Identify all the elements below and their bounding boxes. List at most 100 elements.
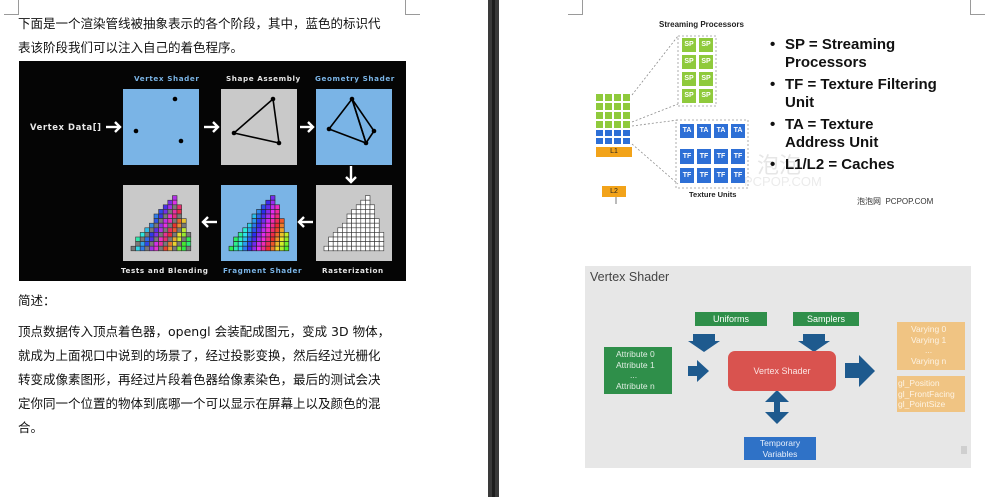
- pixel-cell: [181, 232, 187, 238]
- pixel-cell: [274, 227, 280, 233]
- pixel-cell: [162, 241, 169, 247]
- pixel-cell: [351, 245, 357, 252]
- pixel-cell: [342, 232, 348, 238]
- sm-tex-cell: [595, 137, 604, 145]
- varyings-box: Varying 0 Varying 1 ... Varying n: [897, 322, 965, 370]
- pixel-cell: [270, 241, 276, 247]
- pixel-cell: [360, 245, 366, 252]
- pixel-cell: [247, 232, 253, 238]
- pixel-cell: [162, 232, 169, 238]
- pixel-cell: [328, 241, 334, 247]
- pixel-cell: [167, 204, 173, 210]
- pixel-cell: [144, 245, 150, 252]
- ta-cell: TA: [730, 123, 746, 139]
- pixel-cell: [260, 204, 267, 210]
- pixel-cell: [167, 227, 173, 233]
- pixel-cell: [149, 241, 155, 247]
- pixel-cell: [167, 199, 173, 206]
- pixel-cell: [369, 241, 375, 247]
- pixel-cell: [162, 222, 169, 229]
- bullet-line: L1/L2 = Caches: [785, 156, 895, 173]
- pixel-cell: [274, 204, 280, 210]
- pixel-cell: [332, 245, 339, 252]
- pixel-cell: [332, 236, 339, 242]
- pixel-cell: [342, 236, 348, 242]
- pixel-cell: [374, 227, 380, 233]
- pixel-cell: [355, 213, 362, 219]
- pixel-cell: [378, 236, 385, 242]
- vertex-shader-figure: Vertex Shader Uniforms Samplers Attribut…: [585, 266, 971, 468]
- pixel-cell: [167, 218, 173, 224]
- pixel-cell: [279, 222, 285, 229]
- bullet-line: TF = Texture Filtering: [785, 76, 937, 93]
- pixel-cell: [172, 241, 178, 247]
- pixel-cell: [265, 232, 271, 238]
- pixel-cell: [355, 209, 362, 215]
- pixel-cell: [172, 236, 178, 242]
- pixel-cell: [247, 245, 253, 252]
- pixel-cell: [176, 236, 182, 242]
- page-gutter-line: [492, 0, 495, 497]
- attribute-item: ...: [630, 370, 638, 380]
- pixel-cell: [153, 222, 159, 229]
- pixel-cell: [144, 227, 150, 233]
- fragment-grid: [228, 195, 290, 252]
- sm-sp-cell: [604, 120, 613, 129]
- pipeline-figure: Vertex Data[] Vertex Shader Shape Assemb…: [19, 61, 406, 281]
- bullet-dot: •: [770, 36, 776, 53]
- pixel-cell: [256, 245, 262, 252]
- pixel-cell: [369, 213, 375, 219]
- pixel-cell: [369, 222, 375, 229]
- pixel-cell: [139, 241, 146, 247]
- pixel-cell: [176, 209, 182, 215]
- pixel-cell: [265, 236, 271, 242]
- pixel-cell: [158, 232, 164, 238]
- pixel-cell: [355, 241, 362, 247]
- pixel-cell: [158, 209, 164, 215]
- sm-sp-cell: [622, 120, 631, 129]
- pixel-cell: [351, 209, 357, 215]
- pixel-cell: [256, 236, 262, 242]
- pixel-cell: [265, 227, 271, 233]
- pixel-cell: [149, 236, 155, 242]
- pixel-cell: [265, 209, 271, 215]
- pixel-cell: [337, 232, 343, 238]
- pixel-cell: [378, 232, 385, 238]
- pixel-cell: [265, 199, 271, 206]
- pixel-cell: [162, 209, 169, 215]
- pixel-cell: [274, 245, 280, 252]
- pixel-cell: [270, 209, 276, 215]
- sm-tex-cell: [604, 137, 613, 145]
- pixel-cell: [270, 218, 276, 224]
- crop-mark-top-right-2: [970, 0, 985, 15]
- pixel-cell: [167, 209, 173, 215]
- pixel-cell: [162, 204, 169, 210]
- pixel-cell: [144, 232, 150, 238]
- sm-tex-cell: [622, 129, 631, 137]
- raster-grid: [323, 195, 385, 252]
- pixel-cell: [181, 218, 187, 224]
- pixel-cell: [346, 213, 352, 219]
- pixel-cell: [346, 245, 352, 252]
- faint-watermark-en: PCPOP.COM: [744, 174, 822, 189]
- sm-sp-cell: [622, 111, 631, 120]
- temporary-line: Temporary: [759, 438, 801, 448]
- pixel-cell: [153, 218, 159, 224]
- summary-line: 顶点数据传入顶点着色器，opengl 会装配成图元，变成 3D 物体，: [18, 324, 391, 339]
- varying-item: ...: [925, 345, 933, 355]
- pixel-cell: [270, 245, 276, 252]
- texture-units-label: Texture Units: [689, 190, 737, 199]
- pixel-cell: [256, 227, 262, 233]
- bullet-line: Address Unit: [785, 134, 879, 151]
- pixel-cell: [237, 236, 244, 242]
- pixel-cell: [283, 241, 290, 247]
- pixel-cell: [242, 232, 248, 238]
- fragment-shader-label: Fragment Shader: [223, 266, 303, 275]
- pixel-cell: [256, 218, 262, 224]
- pixel-cell: [274, 222, 280, 229]
- pixel-cell: [360, 232, 366, 238]
- pixel-cell: [337, 245, 343, 252]
- pixel-cell: [365, 232, 371, 238]
- crop-mark-top-right: [405, 0, 420, 15]
- pixel-cell: [365, 241, 371, 247]
